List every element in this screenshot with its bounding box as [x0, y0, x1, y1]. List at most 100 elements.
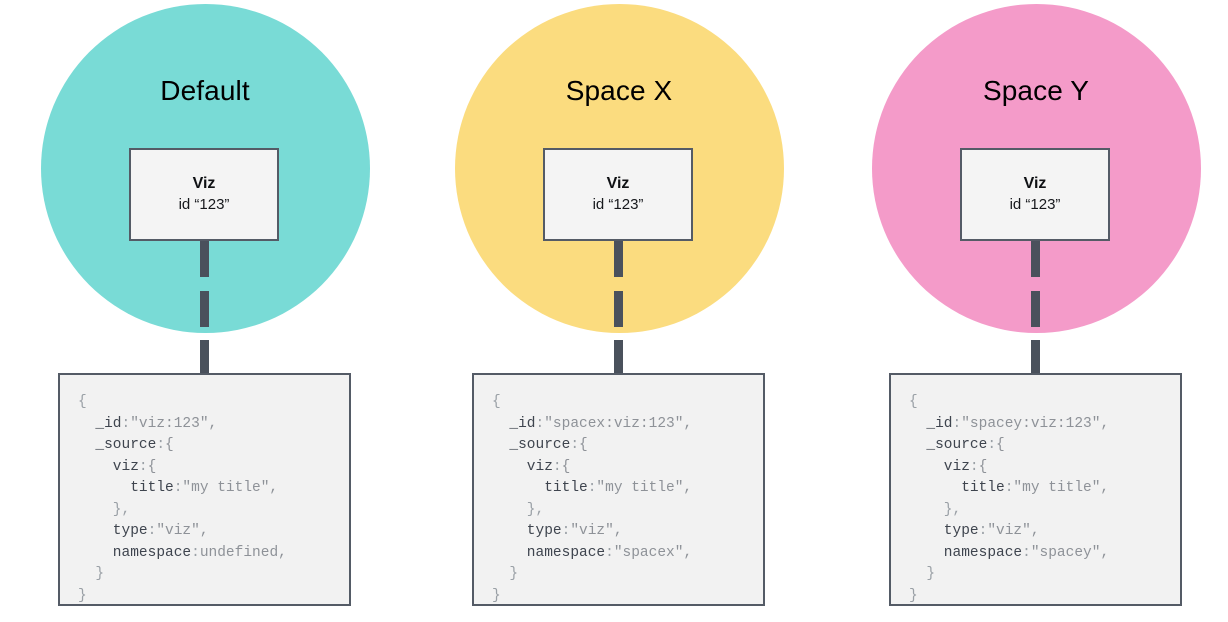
code-punctuation: :: [1022, 544, 1031, 561]
code-punctuation: }: [78, 587, 87, 604]
code-key: viz: [78, 458, 139, 475]
code-line: },: [492, 500, 763, 522]
code-line: viz:{: [78, 457, 349, 479]
document-code-panel: { _id:"spacex:viz:123", _source:{ viz:{ …: [472, 373, 765, 606]
viz-node-id: id “123”: [1009, 196, 1061, 213]
code-value: "my title",: [1013, 480, 1110, 496]
code-value: {: [147, 458, 157, 475]
code-punctuation: },: [78, 501, 131, 518]
document-code-lines: { _id:"spacey:viz:123", _source:{ viz:{ …: [909, 392, 1180, 607]
code-line: {: [492, 392, 763, 414]
code-key: type: [492, 523, 562, 539]
code-punctuation: :: [605, 544, 614, 561]
space-column-space-x: Space X Viz id “123” { _id:"spacex:viz:1…: [414, 0, 824, 622]
code-line: },: [909, 500, 1180, 522]
code-value: "viz",: [570, 523, 623, 539]
dashed-connector-icon: [614, 241, 623, 374]
code-line: _id:"viz:123",: [78, 414, 349, 436]
space-title: Space X: [565, 75, 673, 106]
code-value: "my title",: [596, 480, 693, 496]
code-line: _id:"spacey:viz:123",: [909, 414, 1180, 436]
code-key: title: [78, 480, 174, 496]
document-code-panel: { _id:"viz:123", _source:{ viz:{ title:"…: [58, 373, 351, 606]
code-punctuation: :: [147, 523, 157, 539]
code-line: }: [909, 586, 1180, 608]
code-line: }: [909, 564, 1180, 586]
code-punctuation: }: [492, 566, 519, 582]
code-value: "spacex",: [613, 544, 693, 561]
code-line: }: [78, 564, 349, 586]
code-punctuation: {: [492, 394, 501, 410]
code-value: "spacey",: [1030, 544, 1110, 561]
space-title: Default: [160, 75, 250, 106]
code-line: type:"viz",: [492, 521, 763, 543]
viz-node-type: Viz: [1023, 175, 1047, 192]
code-line: }: [492, 564, 763, 586]
code-value: {: [165, 437, 174, 453]
code-key: title: [492, 480, 588, 496]
code-punctuation: :: [969, 458, 979, 475]
code-punctuation: :: [156, 437, 166, 453]
code-line: _source:{: [78, 435, 349, 457]
code-line: }: [492, 586, 763, 608]
code-line: type:"viz",: [909, 521, 1180, 543]
code-key: _id: [78, 415, 122, 432]
viz-node-id: id “123”: [178, 196, 230, 213]
code-value: "viz:123",: [130, 415, 218, 432]
code-punctuation: }: [909, 587, 918, 604]
code-line: },: [78, 500, 349, 522]
code-value: undefined,: [199, 544, 287, 561]
code-key: viz: [909, 458, 970, 475]
code-value: "my title",: [182, 480, 279, 496]
code-key: _source: [78, 437, 157, 453]
code-line: namespace:undefined,: [78, 543, 349, 565]
code-value: "viz",: [987, 523, 1040, 539]
code-punctuation: :: [173, 480, 183, 496]
code-line: _id:"spacex:viz:123",: [492, 414, 763, 436]
code-punctuation: :: [1004, 480, 1014, 496]
code-value: {: [996, 437, 1005, 453]
code-punctuation: :: [121, 415, 131, 432]
code-key: namespace: [492, 544, 606, 561]
viz-node-box: Viz id “123”: [543, 148, 693, 241]
code-value: {: [561, 458, 571, 475]
code-line: viz:{: [492, 457, 763, 479]
viz-node-id: id “123”: [592, 196, 644, 213]
code-key: namespace: [909, 544, 1023, 561]
code-line: {: [78, 392, 349, 414]
space-column-space-y: Space Y Viz id “123” { _id:"spacey:viz:1…: [831, 0, 1228, 622]
document-code-panel: { _id:"spacey:viz:123", _source:{ viz:{ …: [889, 373, 1182, 606]
code-line: viz:{: [909, 457, 1180, 479]
code-punctuation: :: [191, 544, 200, 561]
code-punctuation: },: [492, 501, 545, 518]
code-punctuation: {: [78, 394, 87, 410]
code-line: }: [78, 586, 349, 608]
code-punctuation: },: [909, 501, 962, 518]
code-line: type:"viz",: [78, 521, 349, 543]
code-line: _source:{: [492, 435, 763, 457]
code-line: namespace:"spacey",: [909, 543, 1180, 565]
code-value: "viz",: [156, 523, 209, 539]
dashed-connector-icon: [1031, 241, 1040, 374]
code-value: "spacey:viz:123",: [961, 415, 1110, 432]
code-key: viz: [492, 458, 553, 475]
viz-node-box: Viz id “123”: [960, 148, 1110, 241]
space-title: Space Y: [982, 75, 1090, 106]
viz-node-type: Viz: [192, 175, 216, 192]
code-key: namespace: [78, 544, 192, 561]
document-code-lines: { _id:"spacex:viz:123", _source:{ viz:{ …: [492, 392, 763, 607]
code-punctuation: :: [561, 523, 571, 539]
code-punctuation: :: [535, 415, 545, 432]
code-punctuation: {: [909, 394, 918, 410]
dashed-connector-icon: [200, 241, 209, 374]
viz-node-box: Viz id “123”: [129, 148, 279, 241]
code-line: {: [909, 392, 1180, 414]
document-code-lines: { _id:"viz:123", _source:{ viz:{ title:"…: [78, 392, 349, 607]
code-line: title:"my title",: [909, 478, 1180, 500]
code-key: title: [909, 480, 1005, 496]
space-column-default: Default Viz id “123” { _id:"viz:123", _s…: [0, 0, 410, 622]
code-punctuation: :: [952, 415, 962, 432]
code-punctuation: }: [492, 587, 501, 604]
code-punctuation: :: [552, 458, 562, 475]
